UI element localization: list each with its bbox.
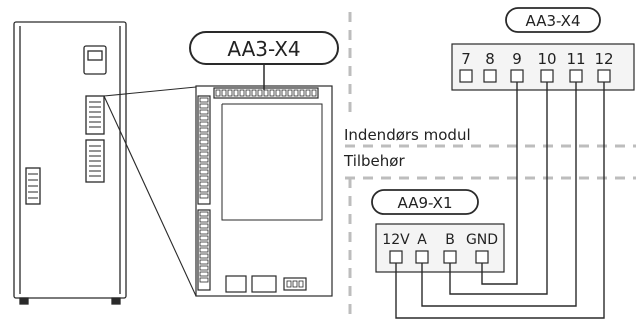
aa3-terminal-screw	[483, 69, 497, 83]
board-left-pin	[199, 145, 209, 151]
board-left-pin	[199, 121, 209, 127]
board-left-pin	[199, 217, 209, 223]
board-left-pin	[199, 277, 209, 283]
aa3-terminal-screw	[540, 69, 554, 83]
board-left-pin	[199, 181, 209, 187]
aa3-terminal-label: 8	[485, 50, 495, 68]
board-top-pin	[287, 89, 293, 97]
board-left-pin	[199, 253, 209, 259]
callout-accessory: AA9-X1	[371, 189, 479, 215]
board-left-pin	[199, 271, 209, 277]
board-pins	[199, 89, 317, 288]
aa3-terminal-screw	[597, 69, 611, 83]
board-top-pin	[305, 89, 311, 97]
board-top-pin	[245, 89, 251, 97]
callout-main-board-label: AA3-X4	[227, 37, 300, 61]
board-top-pin	[299, 89, 305, 97]
callout-accessory-box	[371, 189, 479, 215]
aa9-terminal-screw	[389, 250, 403, 264]
wires	[395, 82, 605, 319]
indoor-unit-cabinet	[13, 21, 127, 305]
zone-indoor-label: Indendørs modul	[344, 126, 471, 144]
aa9-terminal-label: 12V	[382, 232, 410, 248]
board-left-pin	[199, 169, 209, 175]
aa3-terminal-label: 9	[512, 50, 522, 68]
board-left-pin	[199, 247, 209, 253]
aa3-terminal-screw	[510, 69, 524, 83]
aa3-terminal-label: 11	[566, 50, 585, 68]
board-left-pin	[199, 265, 209, 271]
board-left-pin	[199, 187, 209, 193]
board-top-pin	[293, 89, 299, 97]
board-left-pin	[199, 223, 209, 229]
wire	[449, 82, 548, 295]
board-left-pin	[199, 229, 209, 235]
callout-main-board: AA3-X4	[189, 31, 339, 90]
cabinet-vents	[28, 101, 101, 199]
board-top-pin	[221, 89, 227, 97]
dashed-separators	[345, 12, 636, 318]
board-left-pin	[199, 193, 209, 199]
aa3-terminal-label: 10	[537, 50, 556, 68]
callout-top-right-label: AA3-X4	[526, 12, 581, 30]
aa9-terminal-label: A	[417, 232, 427, 248]
board-connector-pin	[298, 280, 304, 288]
board-left-pin	[199, 97, 209, 103]
aa3-terminal-screw	[459, 69, 473, 83]
board-connector-pin	[292, 280, 298, 288]
board-left-pin	[199, 211, 209, 217]
board-top-pin	[257, 89, 263, 97]
aa3-terminal-label: 7	[461, 50, 471, 68]
board-top-pin	[215, 89, 221, 97]
board-left-pin	[199, 103, 209, 109]
board-top-pin	[281, 89, 287, 97]
board-left-pin	[199, 109, 209, 115]
board-left-pin	[199, 235, 209, 241]
board-connector-pin	[286, 280, 292, 288]
zone-accessory-label: Tilbehør	[343, 152, 405, 170]
aa3-terminal-label: 12	[594, 50, 613, 68]
board-top-pin	[227, 89, 233, 97]
callout-top-right: AA3-X4	[505, 7, 601, 33]
board-left-pin	[199, 127, 209, 133]
callout-accessory-label: AA9-X1	[398, 194, 453, 212]
board-top-pin	[263, 89, 269, 97]
board-top-pin	[275, 89, 281, 97]
board-left-pin	[199, 115, 209, 121]
board-left-pin	[199, 259, 209, 265]
control-board	[195, 85, 333, 297]
callout-top-right-box	[505, 7, 601, 33]
board-left-pin	[199, 133, 209, 139]
zoom-lines	[103, 86, 197, 297]
aa9-terminals: 12V A B GND	[382, 232, 498, 264]
aa9-terminal-label: B	[445, 232, 455, 248]
wire	[481, 82, 518, 285]
board-left-pin	[199, 175, 209, 181]
board-top-pin	[269, 89, 275, 97]
aa3-terminal-screw	[569, 69, 583, 83]
aa9-terminal-screw	[415, 250, 429, 264]
board-top-pin	[311, 89, 317, 97]
board-left-pin	[199, 151, 209, 157]
aa9-terminal-screw	[443, 250, 457, 264]
board-top-pin	[233, 89, 239, 97]
aa9-terminal-screw	[475, 250, 489, 264]
board-left-pin	[199, 241, 209, 247]
board-top-pin	[251, 89, 257, 97]
board-left-pin	[199, 157, 209, 163]
wire	[395, 82, 605, 319]
wire	[421, 82, 577, 307]
board-left-pin	[199, 163, 209, 169]
board-left-pin	[199, 139, 209, 145]
aa9-terminal-label: GND	[466, 232, 498, 248]
board-top-pin	[239, 89, 245, 97]
